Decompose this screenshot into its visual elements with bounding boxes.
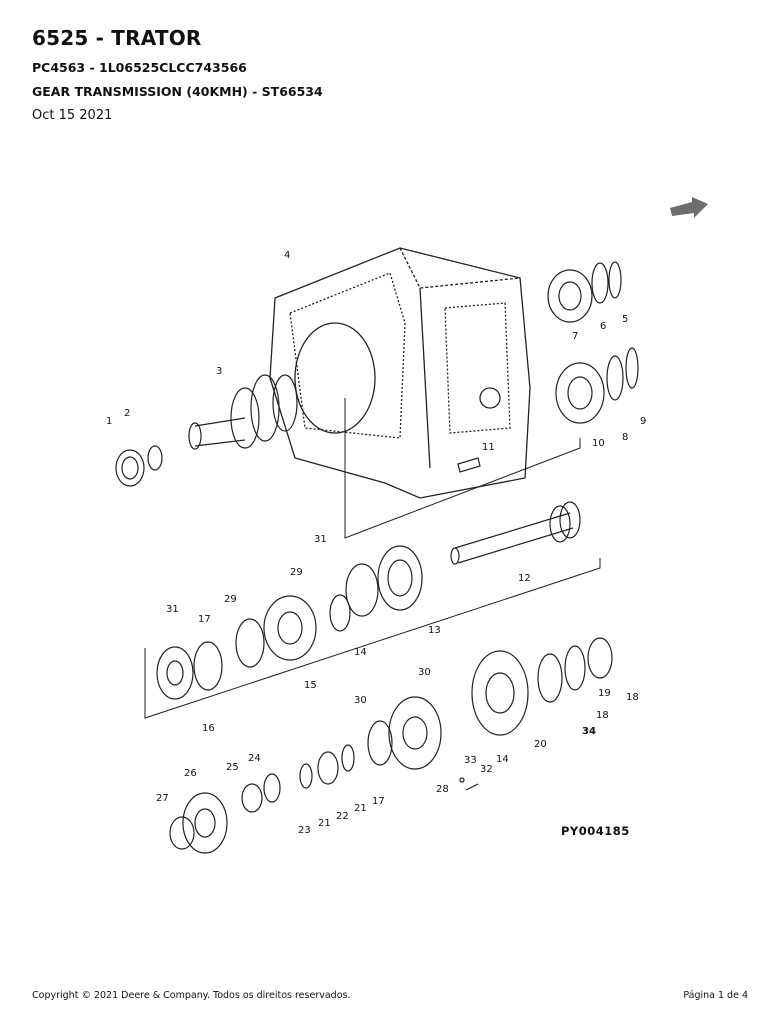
callout-6: 6 [600, 321, 606, 332]
callout-3: 3 [216, 366, 222, 377]
next-page-arrow-icon[interactable] [666, 196, 710, 220]
callout-32: 32 [480, 764, 493, 775]
bearing-1 [115, 445, 163, 487]
callout-29b: 29 [224, 594, 237, 605]
callout-18b: 18 [596, 710, 609, 721]
callout-1: 1 [106, 416, 112, 427]
callout-33: 33 [464, 755, 477, 766]
pin-32 [459, 777, 479, 791]
callout-30b: 30 [354, 695, 367, 706]
callout-18a: 18 [626, 692, 639, 703]
callout-16: 16 [202, 723, 215, 734]
callout-9: 9 [640, 416, 646, 427]
callout-24: 24 [248, 753, 261, 764]
callout-17b: 17 [372, 796, 385, 807]
gear-26 [169, 792, 228, 854]
callout-26: 26 [184, 768, 197, 779]
exploded-parts-diagram: 1 2 3 4 5 6 7 8 9 10 11 12 13 14 14 15 1… [106, 247, 646, 854]
gear-cluster-13 [345, 545, 423, 617]
callout-14b: 14 [496, 754, 509, 765]
callout-17a: 17 [198, 614, 211, 625]
callout-15: 15 [304, 680, 317, 691]
callout-22: 22 [336, 811, 349, 822]
callout-30a: 30 [418, 667, 431, 678]
date-label: Oct 15 2021 [32, 108, 113, 123]
callout-29a: 29 [290, 567, 303, 578]
callout-13: 13 [428, 625, 441, 636]
callout-20: 20 [534, 739, 547, 750]
small-parts-21-25 [241, 744, 355, 813]
page-title: 6525 - TRATOR [32, 26, 202, 50]
figure-code: PY004185 [561, 824, 630, 838]
callout-2: 2 [124, 408, 130, 419]
assembly-brackets [144, 398, 601, 719]
callout-4: 4 [284, 250, 290, 261]
callout-19: 19 [598, 688, 611, 699]
callout-8: 8 [622, 432, 628, 443]
callout-12: 12 [518, 573, 531, 584]
callout-25: 25 [226, 762, 239, 773]
synchronizer-28 [367, 696, 442, 770]
callout-21a: 21 [318, 818, 331, 829]
callout-27: 27 [156, 793, 169, 804]
main-shaft-12 [450, 501, 581, 565]
rear-bearings [547, 261, 639, 424]
input-shaft-gears [188, 374, 298, 450]
callout-21b: 21 [354, 803, 367, 814]
gear-16 [156, 641, 223, 700]
callout-23: 23 [298, 825, 311, 836]
gear-20 [471, 637, 613, 736]
callout-31a: 31 [314, 534, 327, 545]
callout-28: 28 [436, 784, 449, 795]
callout-7: 7 [572, 331, 578, 342]
callout-14a: 14 [354, 647, 367, 658]
page-indicator: Página 1 de 4 [683, 990, 748, 1001]
pc-code: PC4563 - 1L06525CLCC743566 [32, 60, 247, 75]
callout-10: 10 [592, 438, 605, 449]
callout-31b: 31 [166, 604, 179, 615]
section-title: GEAR TRANSMISSION (40KMH) - ST66534 [32, 84, 323, 99]
transmission-housing [269, 247, 531, 499]
synchronizer-15 [235, 594, 351, 668]
callout-11: 11 [482, 442, 495, 453]
callout-34: 34 [582, 726, 596, 737]
callout-5: 5 [622, 314, 628, 325]
bolt-11 [457, 457, 481, 473]
copyright-notice: Copyright © 2021 Deere & Company. Todos … [32, 990, 351, 1001]
